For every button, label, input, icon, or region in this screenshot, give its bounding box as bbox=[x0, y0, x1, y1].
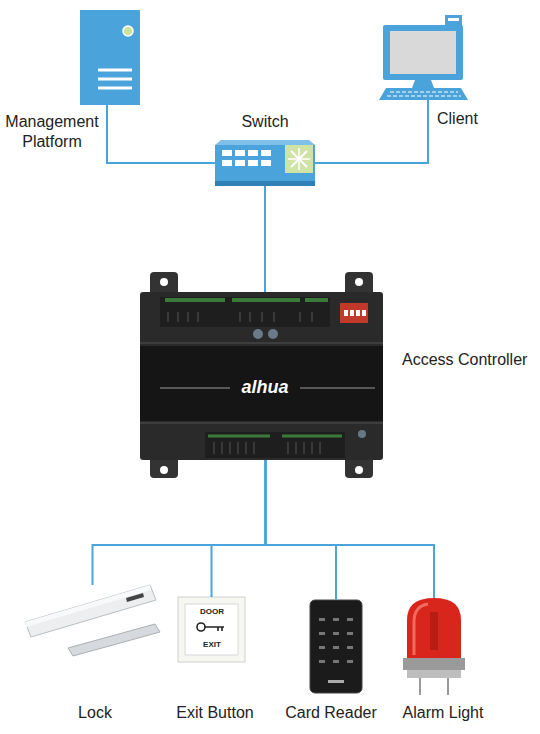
switch-icon bbox=[215, 140, 315, 186]
client-node: Client bbox=[383, 15, 463, 100]
alarm-light bbox=[403, 598, 465, 695]
network-wire bbox=[93, 460, 266, 585]
exit-button-node: Exit Button bbox=[178, 597, 245, 662]
card-reader-node: Card Reader bbox=[310, 600, 362, 693]
network-wire bbox=[266, 460, 435, 598]
node-label: Management Platform bbox=[2, 112, 102, 152]
node-label: Lock bbox=[45, 703, 145, 723]
controller-node: Access Controller bbox=[140, 292, 383, 460]
server-node: Management Platform bbox=[80, 10, 140, 105]
network-wire bbox=[315, 100, 428, 163]
network-wire bbox=[107, 105, 215, 163]
node-label: Access Controller bbox=[402, 350, 536, 370]
node-label: Exit Button bbox=[155, 703, 275, 723]
alarm-light-node: Alarm Light bbox=[403, 598, 465, 695]
computer-icon bbox=[379, 15, 468, 100]
logo-text: alhua bbox=[225, 377, 305, 397]
controller-device bbox=[140, 272, 383, 478]
node-label: Alarm Light bbox=[383, 703, 503, 723]
button-text: DOOR bbox=[186, 607, 238, 617]
switch-node: Switch bbox=[215, 140, 315, 186]
node-label: Switch bbox=[215, 112, 315, 132]
server-icon bbox=[80, 10, 140, 105]
magnetic-lock bbox=[25, 585, 160, 656]
exit-button bbox=[178, 597, 245, 662]
network-wire bbox=[264, 186, 266, 292]
card-reader bbox=[310, 600, 362, 693]
node-label: Card Reader bbox=[271, 703, 391, 723]
network-wire bbox=[266, 460, 337, 600]
network-wire bbox=[212, 460, 266, 597]
node-label: Client bbox=[437, 109, 517, 129]
button-text: EXIT bbox=[186, 640, 238, 650]
lock-node: Lock bbox=[25, 585, 160, 660]
